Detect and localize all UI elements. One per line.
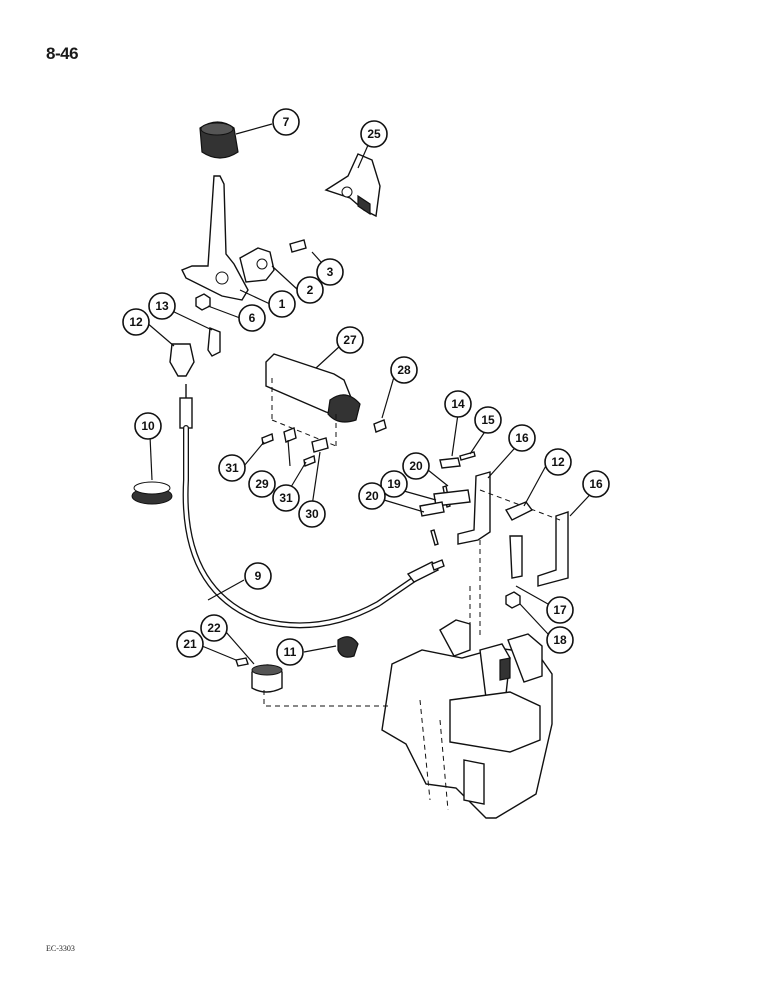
svg-text:6: 6: [249, 311, 256, 325]
callout-27: 27: [336, 326, 364, 354]
callout-14: 14: [444, 390, 472, 418]
bolt-part: [289, 239, 307, 253]
svg-text:2: 2: [307, 283, 314, 297]
callout-16-right: 16: [582, 470, 610, 498]
callout-16-left: 16: [508, 424, 536, 452]
svg-text:29: 29: [255, 477, 269, 491]
svg-text:10: 10: [141, 419, 155, 433]
svg-text:17: 17: [553, 603, 567, 617]
cap-part: [337, 636, 359, 658]
svg-text:22: 22: [207, 621, 221, 635]
svg-text:19: 19: [387, 477, 401, 491]
callout-6: 6: [238, 304, 266, 332]
page-number: 8-46: [46, 44, 79, 63]
detent-housing-part: [265, 353, 361, 447]
svg-text:16: 16: [589, 477, 603, 491]
svg-text:3: 3: [327, 265, 334, 279]
callout-7: 7: [272, 108, 300, 136]
spring-part: [373, 419, 387, 433]
callout-20-lower: 20: [358, 482, 386, 510]
svg-text:14: 14: [451, 397, 465, 411]
bracket-part: [324, 153, 381, 218]
svg-text:27: 27: [343, 333, 357, 347]
svg-text:28: 28: [397, 363, 411, 377]
callout-18: 18: [546, 626, 574, 654]
svg-text:11: 11: [284, 645, 297, 659]
svg-text:12: 12: [129, 315, 143, 329]
svg-text:1: 1: [279, 297, 286, 311]
svg-text:25: 25: [367, 127, 381, 141]
svg-text:16: 16: [515, 431, 529, 445]
callout-31-upper: 31: [218, 454, 246, 482]
callout-12-right: 12: [544, 448, 572, 476]
nut-part: [195, 293, 211, 311]
small-hardware-parts: [261, 427, 329, 467]
svg-text:31: 31: [279, 491, 293, 505]
control-valve-part: [381, 619, 553, 819]
callout-17: 17: [546, 596, 574, 624]
svg-text:18: 18: [553, 633, 567, 647]
svg-text:15: 15: [481, 413, 495, 427]
figure-code: EC-3303: [46, 944, 75, 953]
svg-text:12: 12: [551, 455, 565, 469]
callout-10: 10: [134, 412, 162, 440]
callout-11: 11: [276, 638, 304, 666]
svg-text:31: 31: [225, 461, 239, 475]
elbow-fitting-part: [207, 327, 221, 357]
callout-1: 1: [268, 290, 296, 318]
svg-text:21: 21: [183, 637, 197, 651]
svg-text:20: 20: [409, 459, 423, 473]
linkage-rod-part: [504, 501, 534, 609]
callout-29: 29: [248, 470, 276, 498]
mount-brackets-part: [457, 471, 569, 587]
callout-3: 3: [316, 258, 344, 286]
pivot-part: [239, 247, 275, 283]
svg-text:9: 9: [255, 569, 262, 583]
knob-part: [199, 121, 239, 159]
callout-19: 19: [380, 470, 408, 498]
callout-30: 30: [298, 500, 326, 528]
pin-and-link-parts: [419, 451, 476, 546]
control-cable-part: [179, 384, 445, 629]
callout-2: 2: [296, 276, 324, 304]
assembly-dashed-lines: [263, 540, 481, 707]
callout-12-left: 12: [122, 308, 150, 336]
svg-text:20: 20: [365, 489, 379, 503]
boot-part: [131, 481, 173, 505]
svg-text:7: 7: [283, 115, 290, 129]
svg-text:30: 30: [305, 507, 319, 521]
callout-28: 28: [390, 356, 418, 384]
svg-text:13: 13: [155, 299, 169, 313]
callout-25: 25: [360, 120, 388, 148]
callout-20-upper: 20: [402, 452, 430, 480]
callout-15: 15: [474, 406, 502, 434]
detent-knob-part: [235, 657, 283, 693]
clevis-part: [169, 343, 195, 377]
lever-part: [181, 175, 249, 301]
callout-21: 21: [176, 630, 204, 658]
callout-31-lower: 31: [272, 484, 300, 512]
callout-9: 9: [244, 562, 272, 590]
callout-13: 13: [148, 292, 176, 320]
callout-22: 22: [200, 614, 228, 642]
